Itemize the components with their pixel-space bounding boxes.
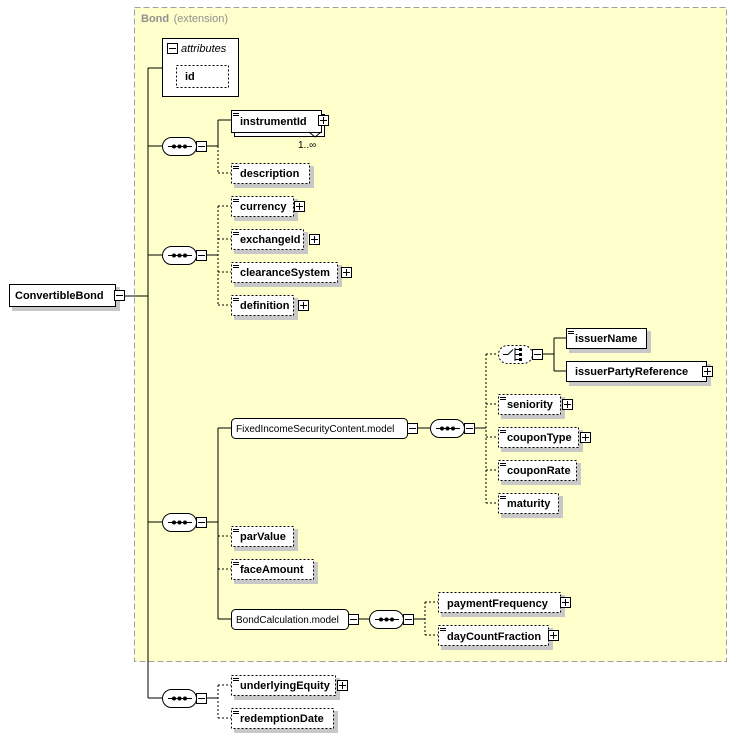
element-exchangeid[interactable]: exchangeId	[231, 229, 320, 255]
group-bondcalculation-model[interactable]: BondCalculation.model	[231, 609, 359, 630]
sequence-compositor-4[interactable]	[162, 689, 207, 708]
svg-text:issuerPartyReference: issuerPartyReference	[575, 366, 688, 378]
element-currency[interactable]: currency	[231, 196, 305, 222]
element-redemptiondate[interactable]: redemptionDate	[231, 708, 339, 734]
svg-text:issuerName: issuerName	[575, 333, 637, 345]
element-faceamount[interactable]: faceAmount	[231, 559, 319, 585]
svg-text:BondCalculation.model: BondCalculation.model	[236, 615, 339, 626]
svg-text:FixedIncomeSecurityContent.mod: FixedIncomeSecurityContent.model	[236, 424, 394, 435]
sequence-compositor-fixedincome[interactable]	[430, 419, 475, 438]
element-issuerpartyreference[interactable]: issuerPartyReference	[566, 361, 713, 387]
svg-text:couponRate: couponRate	[507, 465, 571, 477]
svg-text:parValue: parValue	[240, 531, 286, 543]
svg-text:redemptionDate: redemptionDate	[240, 713, 324, 725]
svg-text:underlyingEquity: underlyingEquity	[240, 680, 331, 692]
element-instrumentid[interactable]: instrumentId 1..∞	[231, 110, 329, 152]
svg-text:couponType: couponType	[507, 432, 572, 444]
element-coupontype[interactable]: couponType	[498, 427, 591, 453]
element-daycountfraction[interactable]: dayCountFraction	[438, 625, 559, 651]
element-seniority[interactable]: seniority	[498, 394, 573, 420]
sequence-compositor-3[interactable]	[162, 513, 207, 532]
attribute-id: id	[185, 71, 195, 83]
group-fixedincomesecuritycontent-model[interactable]: FixedIncomeSecurityContent.model	[231, 418, 418, 439]
sequence-compositor-2[interactable]	[162, 246, 207, 265]
svg-text:instrumentId: instrumentId	[240, 116, 307, 128]
attributes-title: attributes	[181, 43, 227, 55]
svg-text:description: description	[240, 168, 300, 180]
element-description[interactable]: description	[231, 163, 315, 189]
element-definition[interactable]: definition	[231, 295, 309, 321]
element-parvalue[interactable]: parValue	[231, 526, 299, 552]
element-couponrate[interactable]: couponRate	[498, 460, 582, 486]
choice-compositor[interactable]	[498, 345, 543, 364]
sequence-compositor-bondcalc[interactable]	[369, 610, 414, 629]
svg-text:dayCountFraction: dayCountFraction	[447, 631, 541, 643]
svg-text:maturity: maturity	[507, 498, 551, 510]
svg-text:clearanceSystem: clearanceSystem	[240, 267, 330, 279]
element-issuername[interactable]: issuerName	[566, 328, 652, 354]
svg-text:exchangeId: exchangeId	[240, 234, 301, 246]
svg-text:faceAmount: faceAmount	[240, 564, 304, 576]
cardinality-label: 1..∞	[298, 140, 316, 151]
element-underlyingequity[interactable]: underlyingEquity	[231, 675, 348, 701]
svg-text:ConvertibleBond: ConvertibleBond	[15, 290, 104, 302]
svg-text:currency: currency	[240, 201, 287, 213]
element-maturity[interactable]: maturity	[498, 493, 564, 519]
extension-title: Bond (extension)	[141, 9, 228, 26]
svg-text:seniority: seniority	[507, 399, 554, 411]
element-paymentfrequency[interactable]: paymentFrequency	[438, 592, 571, 618]
sequence-compositor-1[interactable]	[162, 137, 207, 156]
attributes-group[interactable]: attributes id	[162, 38, 239, 97]
svg-text:definition: definition	[240, 300, 290, 312]
root-element-convertiblebond[interactable]: ConvertibleBond	[9, 284, 125, 312]
element-clearancesystem[interactable]: clearanceSystem	[231, 262, 352, 288]
svg-text:paymentFrequency: paymentFrequency	[447, 598, 549, 610]
